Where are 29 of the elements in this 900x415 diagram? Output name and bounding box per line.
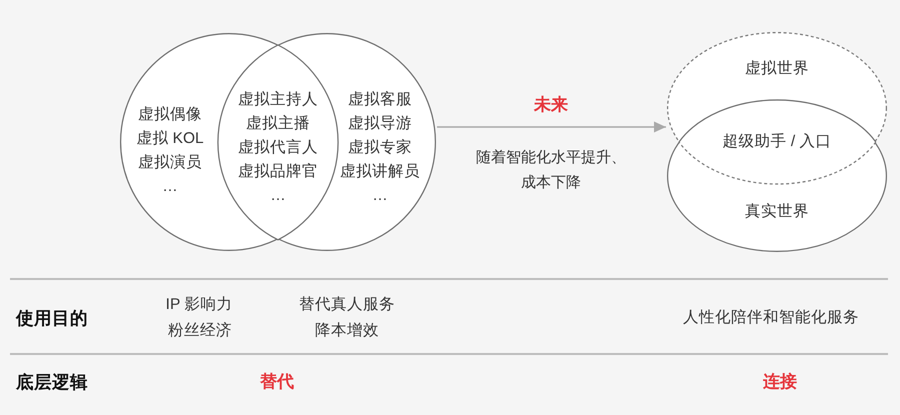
venn-label: 虚拟偶像: [138, 105, 202, 125]
venn-label: …: [162, 177, 178, 197]
venn-label: 虚拟主持人: [238, 90, 318, 110]
table-entry: 替代真人服务: [299, 295, 395, 315]
venn-label: 虚拟演员: [138, 153, 202, 173]
row-heading: 使用目的: [16, 307, 88, 329]
venn-label: 虚拟专家: [348, 138, 412, 158]
venn-label: 虚拟品牌官: [238, 162, 318, 182]
venn-label: 虚拟主播: [246, 114, 310, 134]
venn-label: 虚拟 KOL: [136, 129, 204, 149]
venn-label: 超级助手 / 入口: [722, 132, 832, 152]
table-entry: 人性化陪伴和智能化服务: [683, 308, 859, 328]
row-heading: 底层逻辑: [16, 371, 88, 393]
table-entry: 粉丝经济: [168, 321, 232, 341]
key-term: 替代: [260, 371, 294, 393]
key-term: 连接: [763, 371, 797, 393]
venn-label: 虚拟讲解员: [340, 162, 420, 182]
edge-label: 未来: [534, 94, 568, 116]
venn-label: …: [372, 186, 388, 206]
arrow-note: 随着智能化水平提升、成本下降: [475, 148, 627, 193]
table-entry: 降本增效: [315, 321, 379, 341]
venn-label: 虚拟客服: [348, 90, 412, 110]
venn-label: …: [270, 186, 286, 206]
venn-label: 虚拟导游: [348, 114, 412, 134]
venn-label: 虚拟代言人: [238, 138, 318, 158]
venn-label: 真实世界: [745, 202, 809, 222]
arrow: [437, 122, 666, 132]
venn-label: 虚拟世界: [745, 59, 809, 79]
table-entry: IP 影响力: [166, 295, 232, 315]
